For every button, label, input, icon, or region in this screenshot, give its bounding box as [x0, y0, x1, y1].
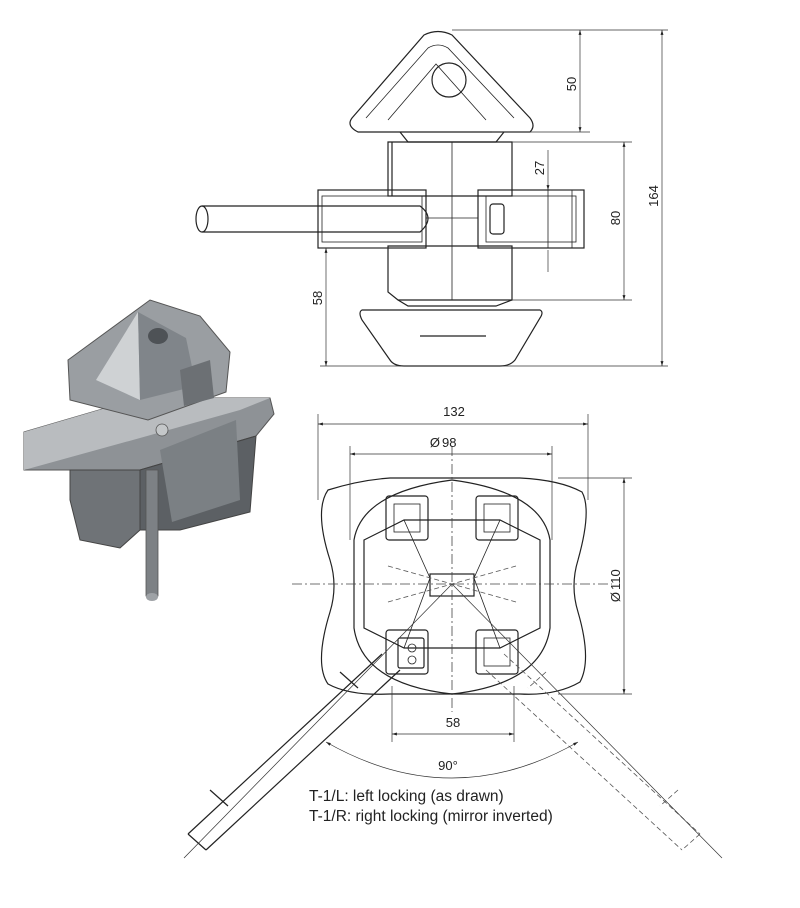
isometric-render — [23, 299, 275, 601]
plate-outline — [320, 477, 587, 695]
diameter-symbol-98: Ø — [430, 435, 440, 450]
dim-58-left: 58 — [310, 291, 325, 305]
dim-80: 80 — [608, 211, 623, 225]
side-dimensions — [320, 29, 668, 367]
dim-58-bottom: 58 — [446, 715, 460, 730]
bottom-cone — [359, 309, 543, 367]
handle-left-position — [187, 653, 401, 851]
dim-50: 50 — [564, 77, 579, 91]
dim-27: 27 — [532, 161, 547, 175]
lock-body — [387, 141, 513, 307]
lock-head — [349, 30, 534, 143]
diameter-symbol-110: Ø — [608, 592, 623, 602]
handle-bar — [195, 205, 429, 233]
dim-164: 164 — [646, 185, 661, 207]
note-left-locking: T-1/L: left locking (as drawn) — [309, 788, 504, 805]
dim-angle: 90° — [438, 758, 458, 773]
dim-98-label: Ø 98 — [430, 435, 457, 450]
dim-132: 132 — [443, 404, 465, 419]
dim-110: 110 — [608, 569, 623, 590]
side-view: 50 164 27 80 58 — [195, 29, 668, 367]
dim-110-label: Ø 110 — [608, 569, 623, 602]
flange — [317, 189, 585, 249]
handle-right-position — [485, 653, 701, 851]
top-view: 132 Ø 98 Ø 110 58 90° — [183, 404, 723, 859]
note-right-locking: T-1/R: right locking (mirror inverted) — [309, 808, 553, 825]
dim-98: 98 — [442, 435, 456, 450]
angle-arc — [325, 741, 579, 779]
